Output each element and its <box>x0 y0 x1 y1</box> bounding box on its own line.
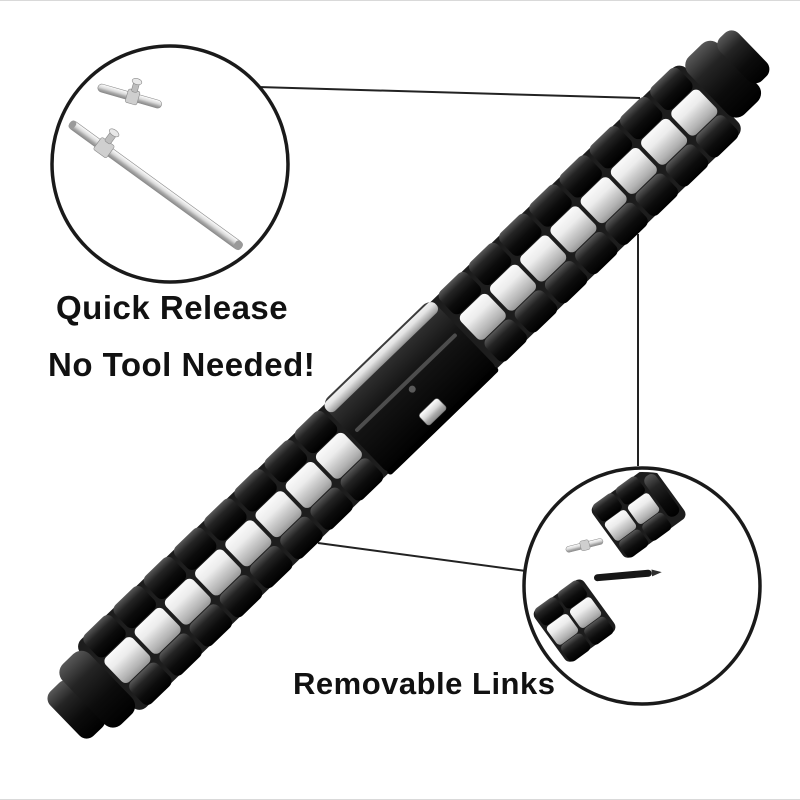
removal-pin-icon <box>593 569 662 582</box>
detached-link-segment <box>590 472 686 560</box>
clasp-release-tab <box>419 398 447 426</box>
quick-release-callout <box>50 44 290 284</box>
clasp <box>324 302 499 475</box>
clasp-screw <box>408 385 416 393</box>
links-and-removal-pin-icon <box>532 472 686 664</box>
quick-release-label: Quick Release <box>56 289 289 326</box>
watch-band <box>47 30 770 739</box>
spring-bar-pins-icon <box>68 78 243 251</box>
band-end-link <box>59 650 136 728</box>
clasp-bottom-shadow <box>387 367 499 475</box>
clasp-seam <box>355 333 457 432</box>
no-tool-needed-label: No Tool Needed! <box>48 346 316 383</box>
band-end-link <box>685 40 762 118</box>
link-pin-icon <box>565 538 604 553</box>
callout-line-removable-diagonal <box>317 542 527 572</box>
removable-links-label: Removable Links <box>293 666 556 701</box>
band-end-lug <box>717 30 770 84</box>
callout-line-quick-release <box>257 86 641 99</box>
detached-link-segment <box>532 578 616 664</box>
clasp-silver-edge <box>324 302 439 413</box>
band-end-lug <box>47 680 106 739</box>
removable-links-callout <box>522 466 762 706</box>
quick-release-circle <box>50 44 290 284</box>
